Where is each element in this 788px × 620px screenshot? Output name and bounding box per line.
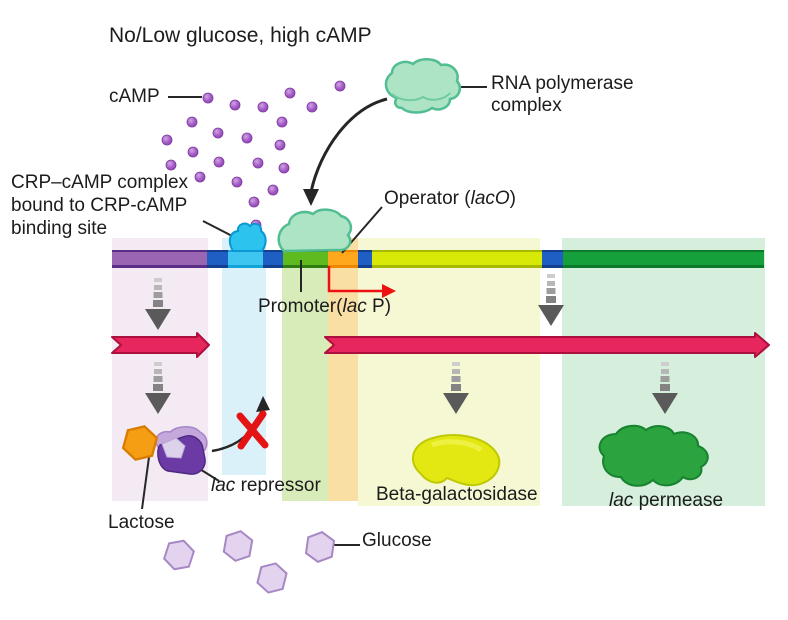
glucose-label: Glucose: [362, 530, 432, 551]
dashed-down-arrow: [145, 362, 171, 414]
camp-molecule-dot: [213, 156, 225, 168]
camp-molecule-dot: [165, 159, 177, 171]
band-orange: [328, 238, 358, 501]
glucose-hexagon: [161, 535, 197, 575]
beta-galactosidase-label: Beta-galactosidase: [376, 484, 538, 505]
transcription-start-arrowhead: [382, 284, 396, 298]
band-green: [282, 238, 328, 501]
camp-molecule-dot: [229, 99, 241, 111]
crp-camp-label-line1: CRP–cAMP complex: [11, 172, 189, 193]
rna-polymerase-approach-arrow: [309, 97, 388, 193]
rna-polymerase-approach-arrowhead: [303, 189, 319, 206]
camp-molecule-dot: [212, 127, 224, 139]
camp-molecule-dot: [267, 184, 279, 196]
beta-galactosidase-highlight: [431, 439, 483, 453]
camp-molecule-dot: [248, 196, 260, 208]
camp-molecule-dot: [231, 176, 243, 188]
camp-molecule-dot: [194, 171, 206, 183]
rna-polymerase-blob-free: [384, 58, 462, 114]
dna-segment-gene-green: [563, 250, 764, 268]
crp-camp-complex-blob: [228, 222, 267, 252]
lac-permease-label: lac permease: [609, 490, 724, 511]
camp-molecule-dot: [278, 162, 290, 174]
rna-polymerase-blob-free-fold: [391, 92, 451, 102]
camp-molecule-dot: [202, 92, 214, 104]
dna-segment-spacer-2: [263, 250, 283, 268]
glucose-hexagon: [221, 527, 255, 565]
lac-permease-blob: [598, 424, 709, 487]
camp-molecule-dot: [276, 116, 288, 128]
blocked-repressor-arrowhead: [256, 396, 270, 412]
camp-molecule-dot: [241, 132, 253, 144]
crp-camp-label-line2: bound to CRP-cAMP: [11, 195, 188, 216]
rna-polymerase-label-line2: complex: [491, 95, 562, 116]
mrna-arrow-long: [324, 332, 770, 358]
lactose-label: Lactose: [108, 512, 175, 533]
dna-segment-spacer-1: [207, 250, 228, 268]
rna-polymerase-blob-bound: [277, 208, 353, 253]
lactose-pointer-line: [141, 456, 150, 510]
camp-label: cAMP: [109, 86, 160, 107]
camp-molecule-dot: [186, 116, 198, 128]
dna-segment-spacer-3: [358, 250, 372, 268]
dashed-down-arrow: [443, 362, 469, 414]
camp-molecule-dot: [306, 101, 318, 113]
camp-molecule-dot: [161, 134, 173, 146]
rna-polymerase-label: RNA polymerase complex: [491, 73, 634, 117]
dashed-down-arrow: [538, 274, 564, 326]
operator-label: Operator (lacO): [384, 188, 516, 209]
lac-repressor-shape: [155, 426, 208, 475]
camp-molecule-dot: [334, 80, 346, 92]
dna-segment-upstream-region: [112, 250, 207, 268]
crp-camp-label: CRP–cAMP complex bound to CRP-cAMP bindi…: [11, 171, 188, 240]
dna-segment-gene-yellow: [372, 250, 542, 268]
transcription-start-arrow: [327, 266, 382, 293]
lac-repressor-label: lac repressor: [211, 475, 321, 496]
inhibition-x-icon: [236, 410, 269, 450]
camp-molecule-dot: [284, 87, 296, 99]
glucose-hexagon: [254, 559, 290, 597]
crp-camp-label-line3: binding site: [11, 218, 108, 239]
camp-molecule-dot: [252, 157, 264, 169]
camp-molecule-dot: [257, 101, 269, 113]
camp-molecule-dot: [187, 146, 199, 158]
dna-segment-spacer-4: [542, 250, 563, 268]
page-title: No/Low glucose, high cAMP: [109, 24, 372, 47]
camp-molecule-dot: [274, 139, 286, 151]
rna-polymerase-label-line1: RNA polymerase: [491, 73, 634, 94]
glucose-hexagon: [304, 529, 336, 565]
promoter-label: Promoter(lac P): [258, 296, 392, 317]
mrna-arrow-short: [111, 332, 210, 358]
dashed-down-arrow: [652, 362, 678, 414]
lactose-hexagon: [119, 421, 161, 465]
dashed-down-arrow: [145, 278, 171, 330]
